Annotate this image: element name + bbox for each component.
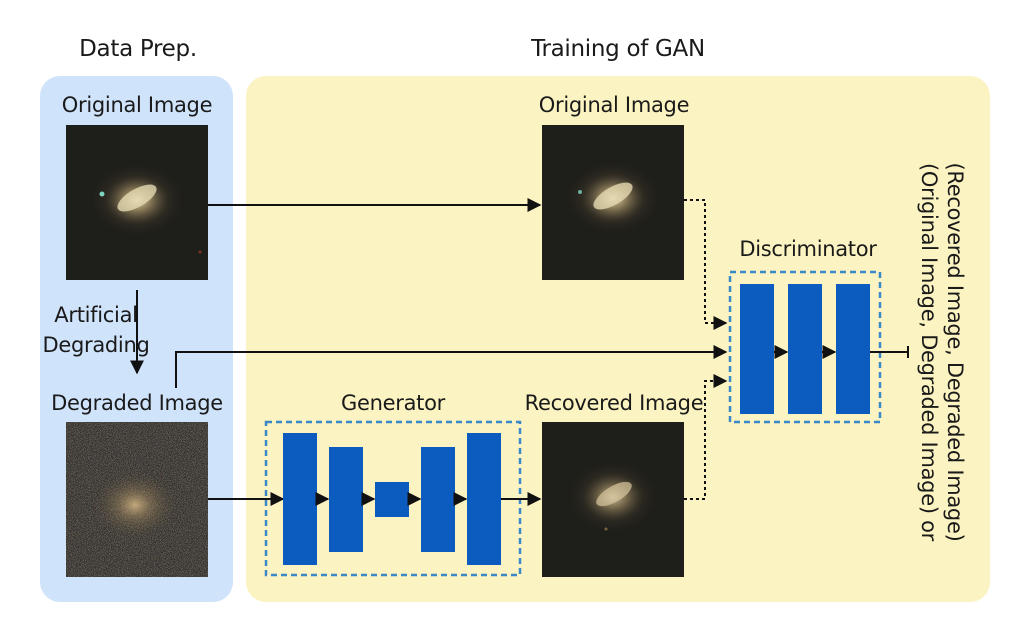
discriminator-layer-3 bbox=[836, 284, 870, 414]
discriminator-label: Discriminator bbox=[739, 237, 877, 261]
arrow-degraded-to-discriminator bbox=[175, 345, 728, 388]
degraded-image bbox=[66, 422, 208, 577]
degrading-label-line1: Artificial bbox=[54, 303, 137, 327]
generator-layer-3 bbox=[375, 482, 409, 517]
output-text-group: (Original Image, Degraded Image) or (Rec… bbox=[917, 163, 967, 542]
original-image-label-prep: Original Image bbox=[62, 93, 212, 117]
original-image-prep bbox=[66, 125, 208, 280]
original-image-label-training: Original Image bbox=[539, 93, 689, 117]
discriminator-layer-1 bbox=[740, 284, 774, 414]
generator-layer-2 bbox=[329, 447, 363, 552]
discriminator-layer-2 bbox=[788, 284, 822, 414]
original-image-training bbox=[542, 125, 684, 280]
recovered-image-label: Recovered Image bbox=[525, 391, 704, 415]
degraded-image-label: Degraded Image bbox=[51, 391, 223, 415]
training-title: Training of GAN bbox=[530, 36, 705, 62]
arrow-recovered-to-discriminator bbox=[684, 374, 728, 500]
generator-label: Generator bbox=[341, 391, 446, 415]
degrading-label-line2: Degrading bbox=[42, 333, 149, 357]
output-text-line2: (Recovered Image, Degraded Image) bbox=[943, 163, 967, 542]
data-prep-title: Data Prep. bbox=[79, 36, 197, 62]
generator-layer-5 bbox=[467, 433, 501, 565]
output-text-line1: (Original Image, Degraded Image) or bbox=[917, 163, 941, 542]
generator-layer-4 bbox=[421, 447, 455, 552]
generator-layer-1 bbox=[283, 433, 317, 565]
recovered-image bbox=[542, 422, 684, 577]
discriminator-border bbox=[728, 270, 882, 424]
